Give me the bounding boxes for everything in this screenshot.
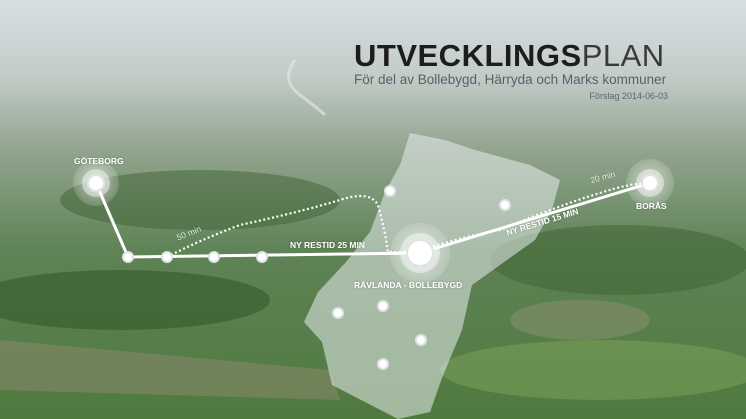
- document-date: Förslag 2014-06-03: [589, 91, 668, 101]
- station-node: [208, 251, 220, 263]
- old-route-west: [94, 182, 410, 258]
- label-goteborg: GÖTEBORG: [74, 156, 124, 166]
- title-bold: UTVECKLINGS: [354, 38, 582, 73]
- settlement-node: [377, 358, 389, 370]
- station-node: [122, 251, 134, 263]
- city-node-boras: [641, 174, 659, 192]
- city-node-ravlanda: [406, 239, 434, 267]
- station-node: [161, 251, 173, 263]
- settlement-node: [332, 307, 344, 319]
- document-title: UTVECKLINGSPLAN: [354, 40, 665, 71]
- old-route-east: [419, 181, 651, 252]
- city-node-goteborg: [87, 174, 105, 192]
- station-node: [256, 251, 268, 263]
- label-new-time-west: NY RESTID 25 MIN: [290, 240, 365, 250]
- new-route: [94, 181, 651, 259]
- settlement-node: [377, 300, 389, 312]
- document-subtitle: För del av Bollebygd, Härryda och Marks …: [354, 72, 667, 87]
- settlement-node: [499, 199, 511, 211]
- label-ravlanda: RÄVLANDA - BOLLEBYGD: [354, 280, 463, 290]
- settlement-node: [415, 334, 427, 346]
- settlement-node: [384, 185, 396, 197]
- label-boras: BORÅS: [636, 201, 667, 211]
- title-light: PLAN: [581, 38, 665, 73]
